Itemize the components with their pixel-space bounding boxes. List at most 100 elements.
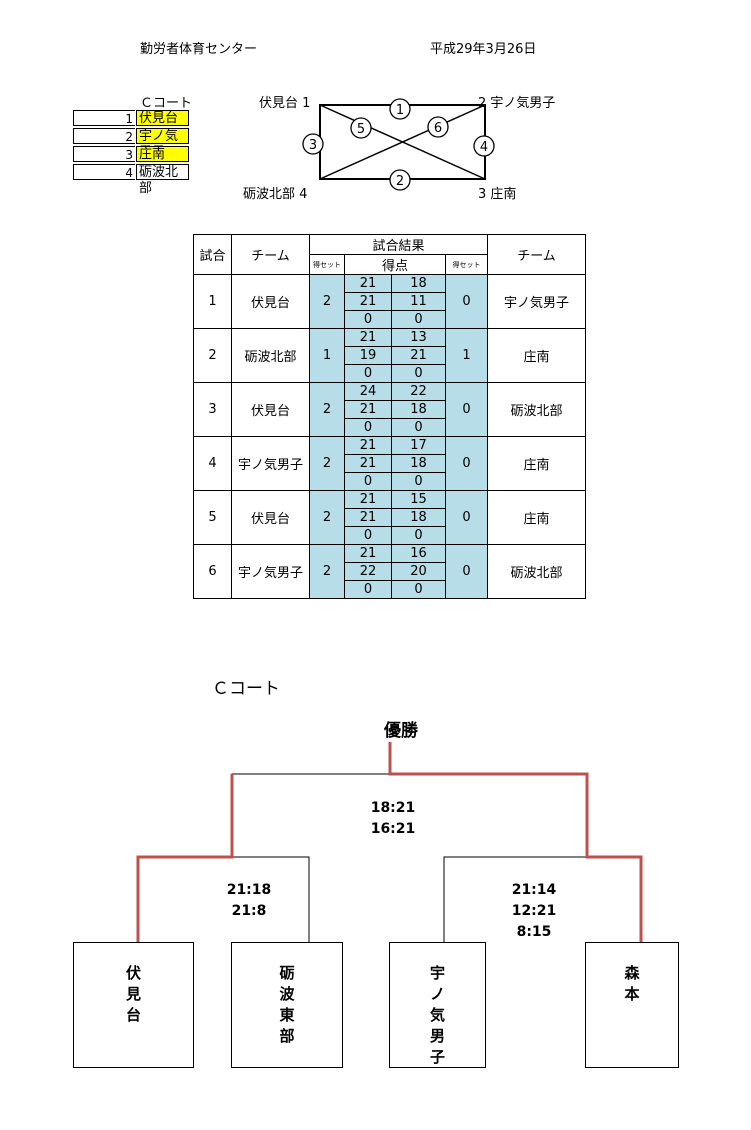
final-score-1: 18:21 — [370, 800, 416, 816]
team-a-name: 宇ノ気男子 — [231, 436, 310, 491]
final-score: 18:21 16:21 — [353, 798, 433, 840]
score-b: 18 — [391, 400, 446, 419]
team-a-name: 砺波北部 — [231, 328, 310, 383]
team-a-sets: 2 — [309, 382, 345, 437]
score-a: 21 — [344, 436, 392, 455]
winner-path-right — [388, 742, 643, 942]
score-b: 17 — [391, 436, 446, 455]
score-a: 21 — [344, 454, 392, 473]
match-number: 2 — [193, 328, 232, 383]
score-a: 0 — [344, 526, 392, 545]
bracket-title: Ｃコート — [212, 679, 280, 699]
score-b: 0 — [391, 580, 446, 599]
match-circle-2 — [389, 169, 411, 191]
score-a: 21 — [344, 274, 392, 293]
match-circle-label-5: 5 — [357, 122, 365, 137]
match-number: 1 — [193, 274, 232, 329]
match-number: 4 — [193, 436, 232, 491]
team-list-name: 庄南 — [136, 146, 189, 162]
team-b-sets: 1 — [445, 328, 488, 383]
score-a: 19 — [344, 346, 392, 365]
team-b-name: 庄南 — [487, 328, 586, 383]
team-box-2: 砺 波 東 部 — [231, 942, 343, 1068]
champion-label: 優勝 — [384, 721, 418, 741]
score-a: 21 — [344, 400, 392, 419]
team-box-1: 伏 見 台 — [73, 942, 194, 1068]
score-a: 0 — [344, 472, 392, 491]
team-box-1-name: 伏 見 台 — [125, 964, 141, 1024]
score-b: 0 — [391, 364, 446, 383]
semi-right-score-1: 21:14 — [511, 882, 557, 898]
team-box-4-name: 森 本 — [624, 964, 640, 1003]
semi-left-score-2: 21:8 — [231, 903, 267, 919]
semi-left-score: 21:18 21:8 — [209, 880, 289, 922]
match-circle-label-3: 3 — [309, 138, 317, 153]
score-a: 22 — [344, 562, 392, 581]
team-b-name: 宇ノ気男子 — [487, 274, 586, 329]
team-a-name: 伏見台 — [231, 382, 310, 437]
team-box-3-name: 宇 ノ 気 男 子 — [429, 964, 445, 1066]
team-list-name: 砺波北部 — [136, 164, 189, 196]
team-box-3: 宇 ノ 気 男 子 — [389, 942, 486, 1068]
team-a-sets: 2 — [309, 544, 345, 599]
team-b-name: 砺波北部 — [487, 544, 586, 599]
score-b: 13 — [391, 328, 446, 347]
match-circle-1 — [389, 98, 411, 120]
score-b: 0 — [391, 526, 446, 545]
team-list-name: 伏見台 — [136, 110, 189, 126]
score-b: 20 — [391, 562, 446, 581]
score-a: 21 — [344, 328, 392, 347]
score-a: 21 — [344, 490, 392, 509]
corner-bottom-right-label: 3 庄南 — [478, 187, 517, 202]
event-date: 平成29年3月26日 — [430, 42, 537, 57]
team-a-sets: 1 — [309, 328, 345, 383]
score-b: 18 — [391, 274, 446, 293]
match-circle-6 — [427, 116, 449, 138]
team-b-name: 庄南 — [487, 436, 586, 491]
team-box-2-name: 砺 波 東 部 — [279, 964, 295, 1045]
team-list-number: 1 — [73, 110, 135, 126]
team-a-name: 伏見台 — [231, 274, 310, 329]
semi-right-score: 21:14 12:21 8:15 — [494, 880, 574, 943]
corner-top-left-label: 伏見台 1 — [259, 96, 311, 111]
header-team-a: チーム — [231, 234, 310, 275]
final-score-2: 16:21 — [370, 821, 416, 837]
score-b: 18 — [391, 454, 446, 473]
corner-bottom-left-label: 砺波北部 4 — [243, 187, 308, 202]
corner-top-right-label: 2 宇ノ気男子 — [478, 96, 556, 111]
score-a: 21 — [344, 508, 392, 527]
team-list-title: Ｃコート — [140, 96, 193, 111]
winner-path-left — [136, 774, 234, 942]
diagram-diagonal-b — [319, 104, 486, 180]
venue-title: 勤労者体育センター — [140, 42, 258, 57]
team-a-sets: 2 — [309, 490, 345, 545]
team-list-number: 2 — [73, 128, 135, 144]
team-box-4: 森 本 — [585, 942, 679, 1068]
team-b-sets: 0 — [445, 436, 488, 491]
score-a: 0 — [344, 580, 392, 599]
team-list-number: 4 — [73, 164, 135, 180]
match-circle-label-1: 1 — [396, 103, 404, 118]
score-a: 0 — [344, 364, 392, 383]
match-circle-4 — [473, 135, 495, 157]
match-number: 6 — [193, 544, 232, 599]
match-number: 5 — [193, 490, 232, 545]
